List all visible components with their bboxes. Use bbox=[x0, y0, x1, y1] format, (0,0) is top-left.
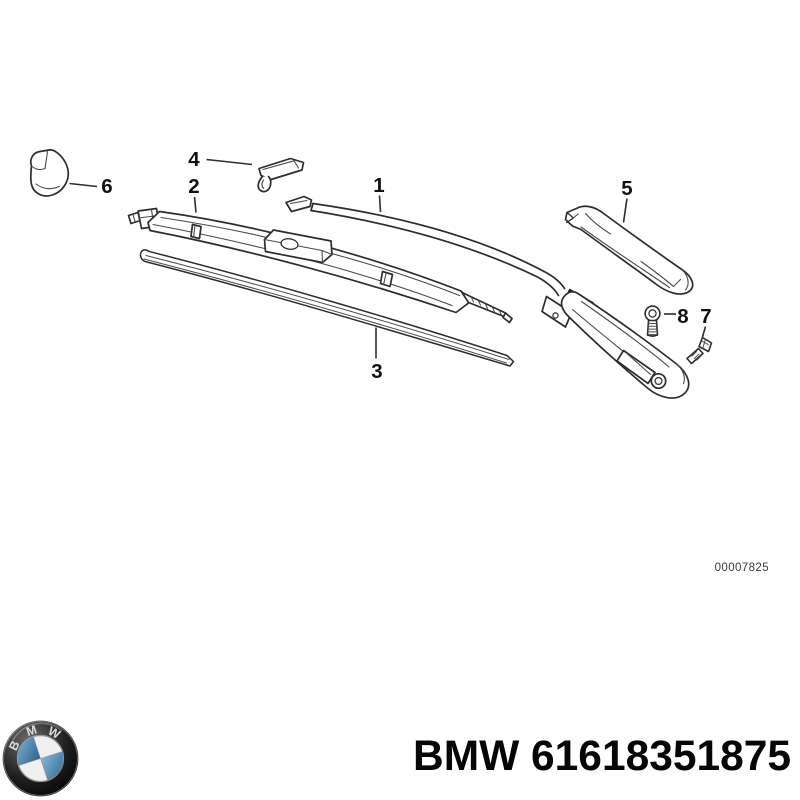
callout-1-leader bbox=[378, 195, 382, 213]
socket-screw-part-drawing bbox=[644, 305, 661, 337]
callout-2-leader bbox=[193, 196, 197, 213]
wiper-blade-part-drawing bbox=[127, 207, 513, 324]
clip-part-drawing bbox=[257, 157, 305, 193]
wiper-parts-line-drawing: 6 4 2 bbox=[30, 148, 769, 574]
callout-6: 6 bbox=[101, 175, 112, 198]
roundel-quarters bbox=[17, 736, 64, 781]
washer-cap-part-drawing bbox=[30, 149, 70, 197]
callout-8: 8 bbox=[677, 305, 688, 328]
callout-5: 5 bbox=[621, 177, 632, 200]
hex-bolt-part-drawing bbox=[686, 336, 713, 365]
arm-cover-part-drawing bbox=[564, 205, 694, 295]
wiper-rubber-part-drawing bbox=[139, 249, 515, 367]
callout-5-leader bbox=[622, 198, 628, 223]
part-number-title: BMW 61618351875 bbox=[413, 733, 792, 780]
callout-4-leader bbox=[206, 158, 253, 166]
part-number: 61618351875 bbox=[531, 733, 792, 780]
callout-6-leader bbox=[69, 182, 98, 188]
sheet-number: 00007825 bbox=[715, 562, 769, 574]
brand-name: BMW bbox=[413, 733, 520, 780]
callout-4: 4 bbox=[188, 148, 200, 171]
bmw-roundel: B M W bbox=[2, 720, 79, 797]
callout-1: 1 bbox=[373, 174, 384, 197]
callout-7-leader bbox=[701, 326, 707, 338]
callout-2: 2 bbox=[188, 175, 199, 198]
callout-3: 3 bbox=[371, 360, 382, 383]
logo-letter-m: M bbox=[24, 723, 38, 739]
wiper-arm-part-drawing bbox=[285, 195, 690, 399]
callout-7: 7 bbox=[700, 305, 711, 328]
bmw-logo: B M W bbox=[2, 720, 79, 797]
